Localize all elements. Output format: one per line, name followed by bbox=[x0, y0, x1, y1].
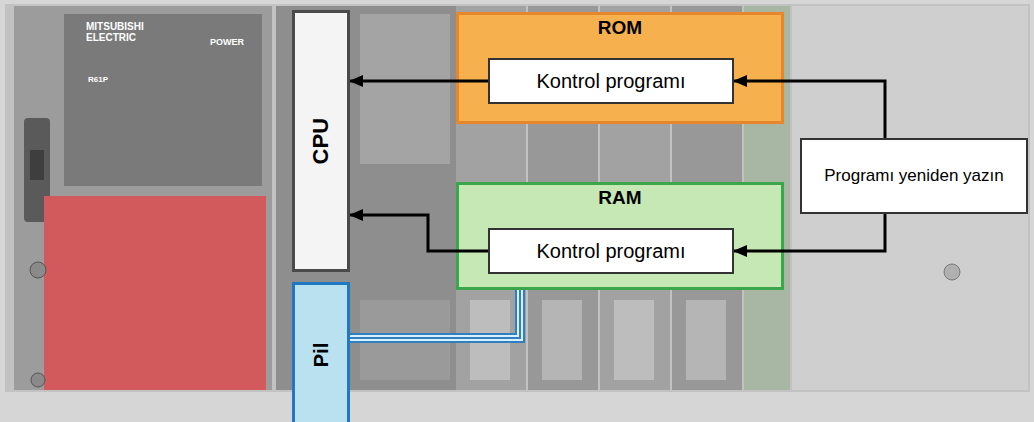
wire-stripe bbox=[350, 290, 520, 338]
rom-box: ROM Kontrol programı bbox=[456, 12, 784, 124]
switch-lever bbox=[30, 150, 44, 180]
terminal-block bbox=[542, 300, 582, 380]
battery-box: Pil bbox=[292, 282, 350, 422]
photo-marking: MITSUBISHI ELECTRIC bbox=[86, 22, 182, 43]
battery-wire bbox=[350, 290, 520, 338]
base-unit bbox=[5, 4, 1030, 392]
screw bbox=[944, 264, 960, 280]
memory-heading: RAM bbox=[456, 187, 784, 210]
power-module bbox=[14, 6, 272, 390]
unit-name: Pil bbox=[309, 342, 333, 366]
cpu-display bbox=[360, 14, 450, 164]
program-box: Kontrol programı bbox=[488, 58, 734, 104]
box-text: Kontrol programı bbox=[537, 239, 686, 263]
unit-name: CPU bbox=[308, 118, 334, 164]
cpu-box: CPU bbox=[292, 10, 350, 272]
screw bbox=[30, 262, 46, 278]
memory-heading: ROM bbox=[456, 17, 784, 40]
box-text: Kontrol programı bbox=[537, 69, 686, 93]
empty-base bbox=[792, 6, 1028, 390]
box-text: Programı yeniden yazın bbox=[824, 166, 1004, 186]
photo-marking: R61P bbox=[88, 76, 128, 84]
program-box: Kontrol programı bbox=[488, 228, 734, 274]
rewrite-box: Programı yeniden yazın bbox=[800, 138, 1028, 214]
terminal-block bbox=[686, 300, 726, 380]
power-front-panel bbox=[64, 14, 262, 186]
wire-stripe bbox=[350, 290, 520, 338]
screw bbox=[31, 373, 45, 387]
terminal-block bbox=[614, 300, 654, 380]
power-cover bbox=[44, 196, 266, 390]
ram-box: RAM Kontrol programı bbox=[456, 182, 784, 290]
photo-marking: POWER bbox=[210, 38, 260, 47]
